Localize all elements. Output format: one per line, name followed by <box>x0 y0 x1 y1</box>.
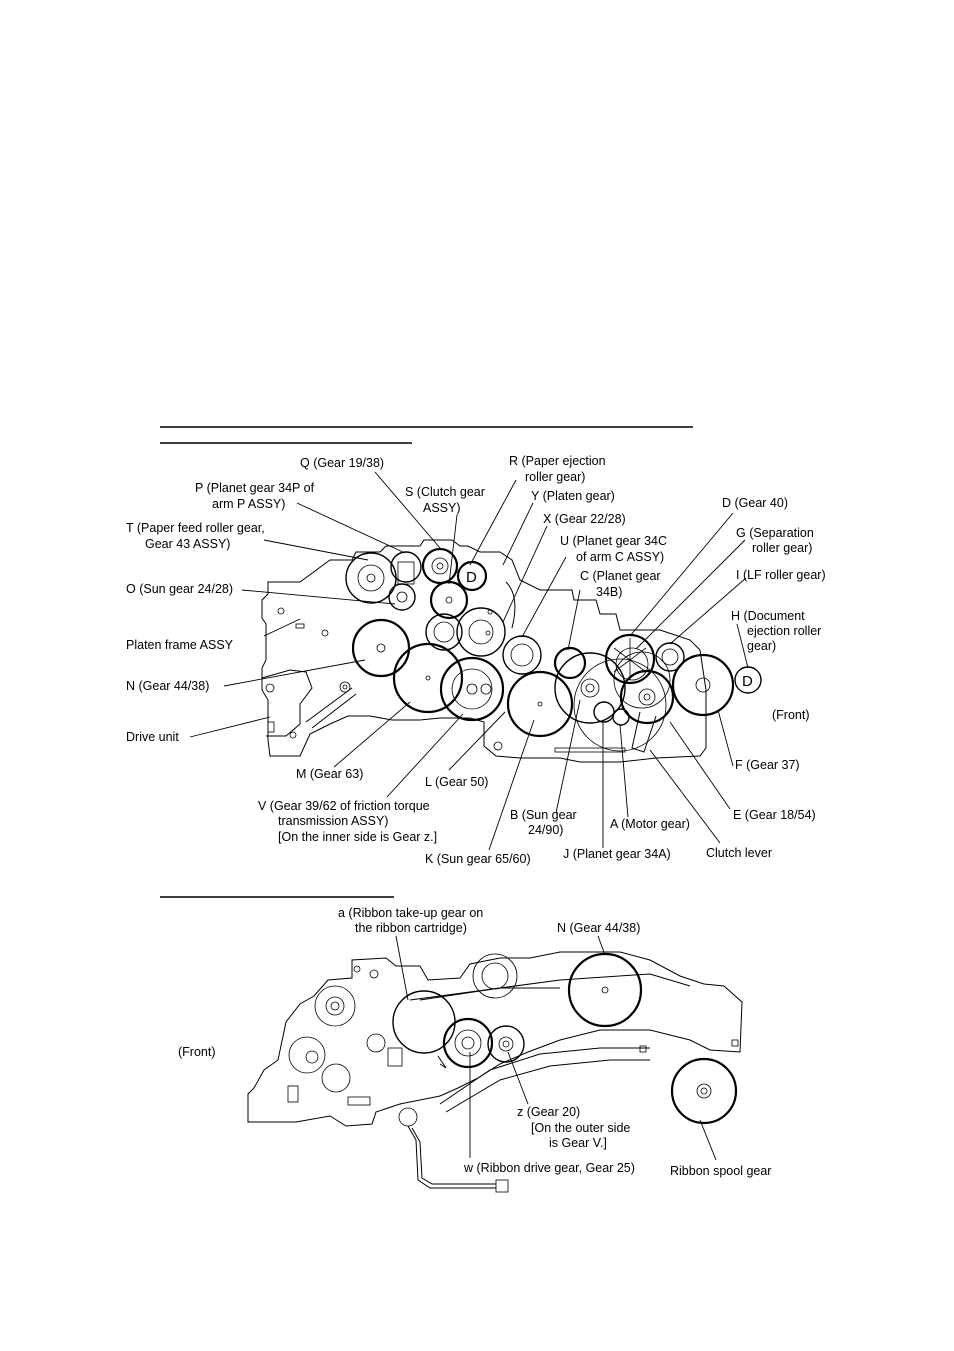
lower-labels: a (Ribbon take-up gear on the ribbon car… <box>178 906 771 1178</box>
label-ribbon-takeup-line2: the ribbon cartridge) <box>355 921 467 935</box>
label-s-line2: ASSY) <box>423 501 461 515</box>
label-z-line3: is Gear V.] <box>549 1136 607 1150</box>
label-k: K (Sun gear 65/60) <box>425 852 531 866</box>
drive-unit-bracket <box>261 669 313 737</box>
left-boss <box>314 985 356 1027</box>
label-p-line2: arm P ASSY) <box>212 497 285 511</box>
gear-m <box>392 642 464 714</box>
label-v-line2: transmission ASSY) <box>278 814 388 828</box>
label-s-line1: S (Clutch gear <box>405 485 485 499</box>
gear-p <box>390 551 422 583</box>
gear-g <box>615 647 649 681</box>
gear-y <box>425 613 463 651</box>
label-r-line1: R (Paper ejection <box>509 454 606 468</box>
label-p-line1: P (Planet gear 34P of <box>195 481 315 495</box>
frame-screw <box>339 681 351 693</box>
frame-hole <box>265 683 275 693</box>
frame-hole <box>289 731 297 739</box>
gear-c <box>553 646 587 680</box>
label-h-line2: ejection roller <box>747 624 821 638</box>
lower-leader-lines <box>395 935 717 1161</box>
label-h-line1: H (Document <box>731 609 805 623</box>
label-a: A (Motor gear) <box>610 817 690 831</box>
ribbon-drive-drawing <box>247 951 743 1193</box>
label-c-line1: C (Planet gear <box>580 569 661 583</box>
gear-n-lower <box>567 952 643 1028</box>
label-u-line2: of arm C ASSY) <box>576 550 664 564</box>
gear-w <box>442 1017 494 1069</box>
label-d: D (Gear 40) <box>722 496 788 510</box>
frame-hole <box>277 607 285 615</box>
label-platen-frame: Platen frame ASSY <box>126 638 234 652</box>
label-y: Y (Platen gear) <box>531 489 615 503</box>
cable <box>407 1125 496 1189</box>
gear-r-letter: D <box>466 569 477 586</box>
label-r-line2: roller gear) <box>525 470 585 484</box>
label-front-lower: (Front) <box>178 1045 216 1059</box>
upper-labels: Q (Gear 19/38) R (Paper ejection roller … <box>126 454 826 866</box>
label-e: E (Gear 18/54) <box>733 808 816 822</box>
frame-hole <box>321 629 329 637</box>
label-t-line1: T (Paper feed roller gear, <box>126 521 265 535</box>
gear-b <box>554 652 626 724</box>
ribbon-frame-outline <box>247 951 743 1127</box>
label-c-line2: 34B) <box>596 585 622 599</box>
gear-u <box>502 635 542 675</box>
label-n: N (Gear 44/38) <box>126 679 209 693</box>
gear-h-letter: D <box>742 673 753 690</box>
gear-j <box>593 701 615 723</box>
label-h-line3: gear) <box>747 639 776 653</box>
platen-frame-outline <box>261 539 707 763</box>
label-z-line2: [On the outer side <box>531 1121 630 1135</box>
label-q: Q (Gear 19/38) <box>300 456 384 470</box>
label-i: I (LF roller gear) <box>736 568 826 582</box>
gear-i <box>655 642 685 672</box>
gear-k <box>506 670 574 738</box>
clutch-lever <box>631 711 657 753</box>
gear-v <box>439 656 505 722</box>
label-f: F (Gear 37) <box>735 758 800 772</box>
label-g-line2: roller gear) <box>752 541 812 555</box>
label-t-line2: Gear 43 ASSY) <box>145 537 230 551</box>
label-z-line1: z (Gear 20) <box>517 1105 580 1119</box>
label-j: J (Planet gear 34A) <box>563 847 671 861</box>
label-clutch-lever: Clutch lever <box>706 846 772 860</box>
gear-d <box>604 633 656 685</box>
label-l: L (Gear 50) <box>425 775 488 789</box>
clutch-slot <box>554 747 626 753</box>
label-n-lower: N (Gear 44/38) <box>557 921 640 935</box>
label-x: X (Gear 22/28) <box>543 512 626 526</box>
frame-screw <box>493 741 503 751</box>
gear-z <box>487 1025 525 1063</box>
cable-connector <box>495 1179 509 1193</box>
label-g-line1: G (Separation <box>736 526 814 540</box>
gear-q <box>421 547 459 585</box>
label-b-line2: 24/90) <box>528 823 563 837</box>
label-drive-unit: Drive unit <box>126 730 179 744</box>
drive-unit-drawing: D <box>261 539 762 763</box>
label-m: M (Gear 63) <box>296 767 363 781</box>
label-o: O (Sun gear 24/28) <box>126 582 233 596</box>
upper-leader-lines <box>189 471 749 851</box>
label-front-upper: (Front) <box>772 708 810 722</box>
label-ribbon-takeup-line1: a (Ribbon take-up gear on <box>338 906 483 920</box>
gear-f <box>671 653 735 717</box>
frame-tab <box>267 721 275 733</box>
label-b-line1: B (Sun gear <box>510 808 577 822</box>
label-u-line1: U (Planet gear 34C <box>560 534 667 548</box>
label-ribbon-spool: Ribbon spool gear <box>670 1164 771 1178</box>
label-v-line1: V (Gear 39/62 of friction torque <box>258 799 430 813</box>
gear-n <box>351 618 411 678</box>
gear-ribbon-takeup <box>392 990 456 1054</box>
gear-x <box>456 607 506 657</box>
gear-o <box>388 583 416 611</box>
gear-ribbon-spool <box>670 1057 738 1125</box>
gear-s <box>429 580 469 620</box>
drive-slot <box>305 687 357 729</box>
label-v-line3: [On the inner side is Gear z.] <box>278 830 437 844</box>
gear-e <box>619 669 675 725</box>
label-w: w (Ribbon drive gear, Gear 25) <box>463 1161 635 1175</box>
